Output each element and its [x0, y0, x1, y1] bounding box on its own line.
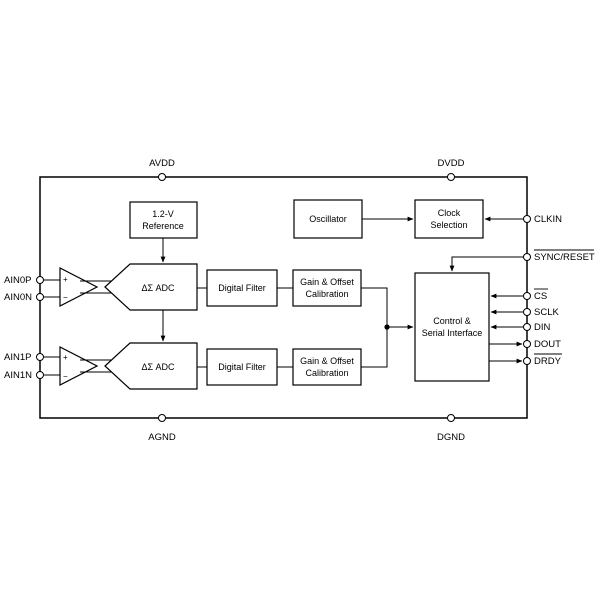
amp1-plus: +: [63, 275, 68, 284]
dgnd-label: DGND: [437, 432, 465, 443]
calibration-2-line-1: Gain & Offset: [300, 356, 354, 366]
clock-selection-line-1: Clock: [438, 208, 461, 218]
ain0p-label: AIN0P: [4, 275, 31, 286]
ain0p-pin: [36, 276, 44, 284]
ain1n-label: AIN1N: [4, 370, 32, 381]
control-block: [414, 272, 490, 382]
digital-filter-2: [206, 348, 278, 386]
wire-sync-control: [449, 256, 524, 272]
cs-pin: [523, 292, 531, 300]
digital-filter-2-label: Digital Filter: [218, 362, 266, 372]
control-line-2: Serial Interface: [422, 328, 483, 338]
calibration-1: [292, 269, 362, 307]
adc-2: [104, 342, 198, 390]
amplifier-1: [59, 267, 99, 307]
adc-2-label: ΔΣ ADC: [141, 362, 175, 372]
dvdd-label: DVDD: [438, 158, 465, 169]
dout-label: DOUT: [534, 339, 561, 350]
oscillator-label: Oscillator: [309, 214, 347, 224]
drdy-pin: [523, 357, 531, 365]
digital-filter-1: [206, 269, 278, 307]
amplifier-2: [59, 346, 99, 386]
adc-1-label: ΔΣ ADC: [141, 283, 175, 293]
reference-line-2: Reference: [142, 221, 184, 231]
avdd-pin: [158, 173, 166, 181]
digital-filter-1-label: Digital Filter: [218, 283, 266, 293]
ain1p-pin: [36, 353, 44, 361]
clkin-label: CLKIN: [534, 214, 562, 225]
clkin-pin: [523, 215, 531, 223]
sync-reset-label: SYNC/RESET: [534, 252, 595, 263]
dout-pin: [523, 340, 531, 348]
wire-cal-merge: [361, 287, 388, 368]
ain0n-label: AIN0N: [4, 292, 32, 303]
dgnd-pin: [447, 414, 455, 422]
agnd-label: AGND: [148, 432, 176, 443]
amp1-minus: −: [63, 293, 68, 302]
calibration-2: [292, 348, 362, 386]
agnd-pin: [158, 414, 166, 422]
calibration-2-line-2: Calibration: [305, 368, 348, 378]
amp2-plus: +: [63, 353, 68, 362]
reference-block: [129, 201, 198, 239]
ain0n-pin: [36, 293, 44, 301]
control-line-1: Control &: [433, 316, 471, 326]
din-label: DIN: [534, 322, 551, 333]
oscillator-block: [293, 199, 363, 239]
ain1n-pin: [36, 371, 44, 379]
adc-1: [104, 263, 198, 311]
clock-selection-line-2: Selection: [430, 220, 467, 230]
amp2-minus: −: [63, 372, 68, 381]
calibration-1-line-2: Calibration: [305, 289, 348, 299]
sync-reset-pin: [523, 253, 531, 261]
calibration-1-line-1: Gain & Offset: [300, 277, 354, 287]
cs-label: CS: [534, 291, 547, 302]
din-pin: [523, 323, 531, 331]
avdd-label: AVDD: [149, 158, 175, 169]
clock-selection-block: [414, 199, 484, 239]
ain1p-label: AIN1P: [4, 352, 31, 363]
sclk-label: SCLK: [534, 307, 559, 318]
dvdd-pin: [447, 173, 455, 181]
drdy-label: DRDY: [534, 356, 562, 367]
reference-line-1: 1.2-V: [152, 209, 174, 219]
sclk-pin: [523, 308, 531, 316]
